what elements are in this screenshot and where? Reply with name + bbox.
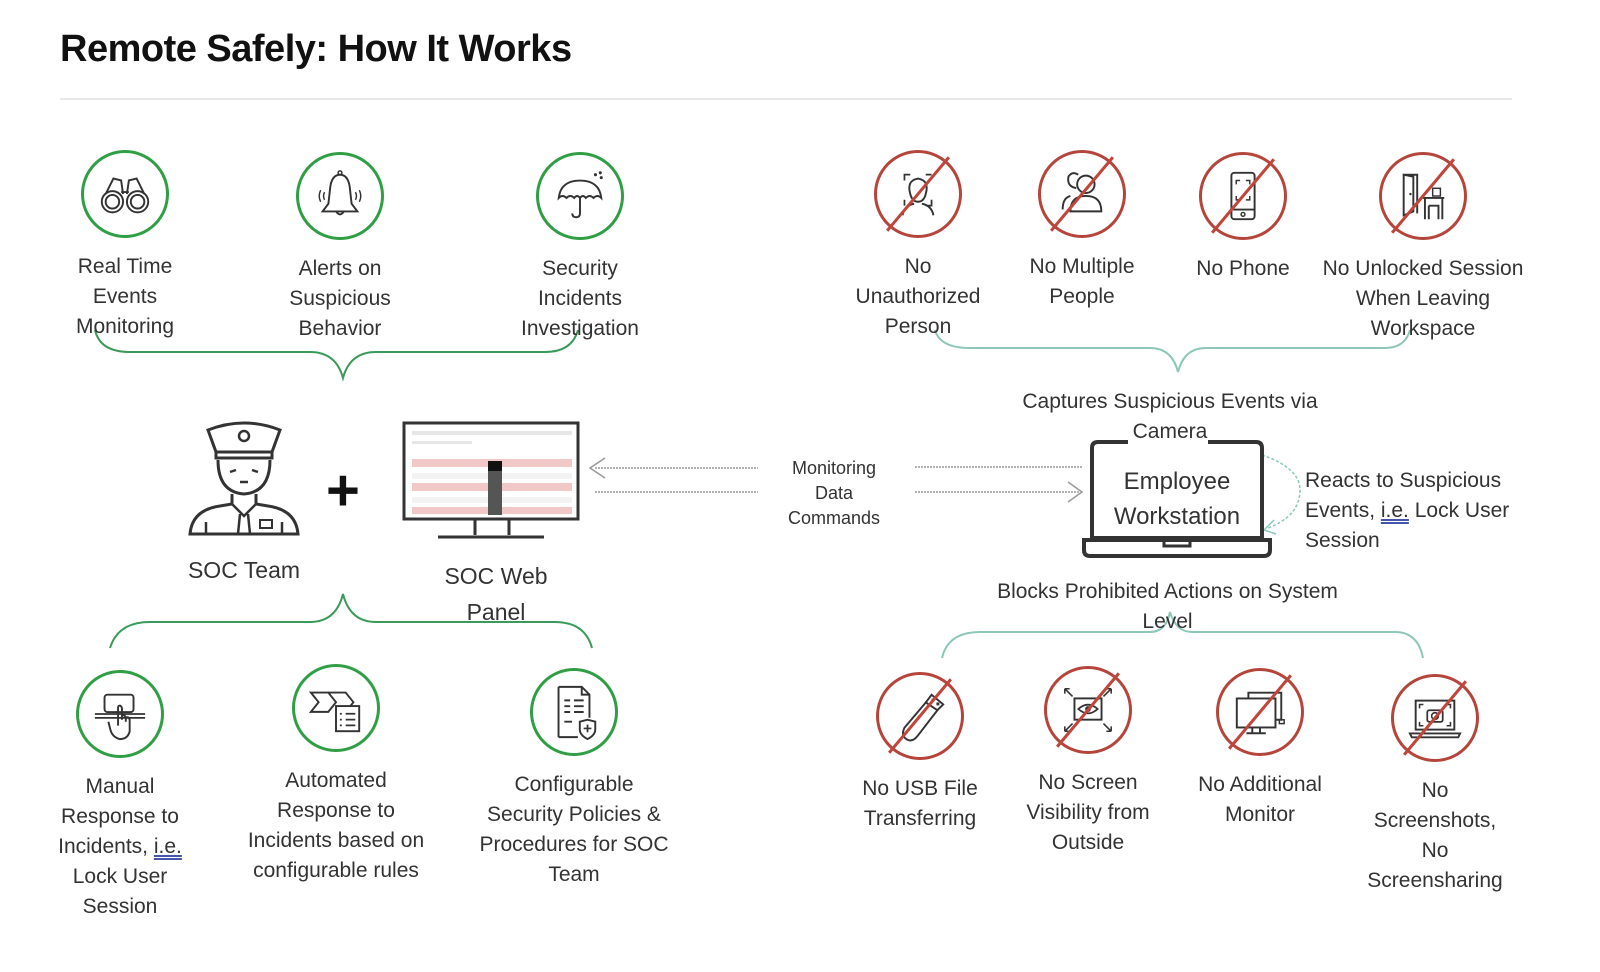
restriction-additional-monitor: No Additional Monitor [1165, 668, 1355, 830]
touch-screen-icon [94, 693, 146, 741]
brace-bottom-right [941, 611, 1424, 659]
feature-label: Security Incidents Investigation [521, 257, 639, 340]
icon-circle [536, 152, 624, 240]
restriction-multiple-people: No Multiple People [987, 150, 1177, 312]
icon-circle [874, 150, 962, 238]
workstation-label-line1: Employee [1123, 468, 1231, 495]
restriction-label: No Screen Visibility from Outside [1026, 771, 1150, 854]
soc-team-label: SOC Team [187, 557, 301, 583]
feature-real-time-monitoring: Real Time Events Monitoring [30, 150, 220, 342]
feature-automated-response: Automated Response to Incidents based on… [241, 664, 431, 886]
restriction-screen-visibility: No Screen Visibility from Outside [993, 666, 1183, 858]
icon-circle [1379, 152, 1467, 240]
flow-data-label: Data [814, 483, 854, 503]
restriction-unauthorized-person: No Unauthorized Person [823, 150, 1013, 342]
restriction-unlocked-session: No Unlocked Session When Leaving Workspa… [1318, 152, 1528, 344]
flow-monitoring-label: Monitoring [791, 458, 877, 478]
workstation-label: Employee Workstation [1092, 464, 1262, 534]
restriction-screenshots: No Screenshots, No Screensharing [1340, 674, 1530, 896]
workstation-label-line2: Workstation [1113, 503, 1241, 530]
officer-icon [188, 421, 300, 536]
label-text-end: Lock User Session [72, 865, 168, 918]
icon-circle [1216, 668, 1304, 756]
phone-icon [1230, 171, 1256, 221]
screenshot-icon [1408, 699, 1462, 739]
blocks-label: Blocks Prohibited Actions on System Leve… [997, 580, 1338, 633]
brace-bottom-left [109, 593, 593, 649]
restriction-usb: No USB File Transferring [825, 672, 1015, 834]
arrow-to-panel-head [588, 457, 606, 479]
feature-label: Manual Response to Incidents, i.e. Lock … [50, 772, 190, 922]
restriction-label: No USB File Transferring [862, 777, 978, 830]
icon-circle [876, 672, 964, 760]
brace-top-left [94, 329, 579, 382]
plus-icon: + [326, 458, 360, 523]
ie-abbrev: i.e. [153, 835, 182, 858]
restriction-label: No Unlocked Session When Leaving Workspa… [1322, 257, 1524, 340]
employee-workstation: Employee Workstation [1082, 438, 1272, 558]
automation-icon [308, 691, 361, 733]
captures-label: Captures Suspicious Events via Camera [1022, 390, 1318, 443]
binoculars-icon [100, 177, 150, 214]
icon-circle [1391, 674, 1479, 762]
icon-circle [1038, 150, 1126, 238]
icon-circle [1044, 666, 1132, 754]
label-text: Manual Response to Incidents, [58, 775, 179, 858]
feature-alerts: Alerts on Suspicious Behavior [245, 152, 435, 344]
page-title: Remote Safely: How It Works [60, 28, 572, 70]
brace-top-right [934, 329, 1411, 373]
icon-circle [292, 664, 380, 752]
monitor-dashboard-icon [402, 421, 580, 539]
bell-icon [318, 170, 362, 216]
reacts-label: Reacts to Suspicious Events, i.e. Lock U… [1305, 466, 1530, 556]
restriction-label: No Unauthorized Person [855, 255, 981, 338]
reacts-curve [1261, 454, 1301, 529]
feature-incident-investigation: Security Incidents Investigation [485, 152, 675, 344]
feature-label: Alerts on Suspicious Behavior [289, 257, 391, 340]
ie-abbrev: i.e. [1380, 499, 1409, 522]
restriction-label: No Additional Monitor [1198, 773, 1322, 826]
icon-circle [530, 668, 618, 756]
arrow-to-workstation-head [1067, 481, 1084, 503]
title-divider [60, 98, 1512, 100]
reacts-text: Reacts to Suspicious Events, [1305, 469, 1502, 522]
icon-circle [1199, 152, 1287, 240]
soc-team: SOC Team [186, 418, 302, 585]
policy-document-icon [557, 685, 597, 741]
icon-circle [76, 670, 164, 758]
soc-web-panel: SOC Web Panel [402, 421, 580, 630]
feature-manual-response: Manual Response to Incidents, i.e. Lock … [25, 670, 215, 922]
feature-label: Configurable Security Policies & Procedu… [479, 773, 669, 886]
soc-web-panel-label: SOC Web Panel [444, 563, 548, 625]
restriction-label: No Screenshots, No Screensharing [1367, 779, 1503, 892]
restriction-phone: No Phone [1148, 152, 1338, 284]
flow-labels: Monitoring Data Commands [770, 456, 898, 531]
laptop-icon [1082, 440, 1272, 558]
icon-circle [81, 150, 169, 238]
reacts-text-end: Lock User Session [1305, 499, 1510, 552]
feature-configurable-policies: Configurable Security Policies & Procedu… [479, 668, 669, 890]
icon-circle [296, 152, 384, 240]
restriction-label: No Phone [1196, 257, 1290, 280]
feature-label: Real Time Events Monitoring [75, 255, 175, 338]
umbrella-icon [557, 171, 603, 219]
feature-label: Automated Response to Incidents based on… [247, 769, 425, 882]
restriction-label: No Multiple People [1029, 255, 1135, 308]
flow-commands-label: Commands [787, 508, 881, 528]
